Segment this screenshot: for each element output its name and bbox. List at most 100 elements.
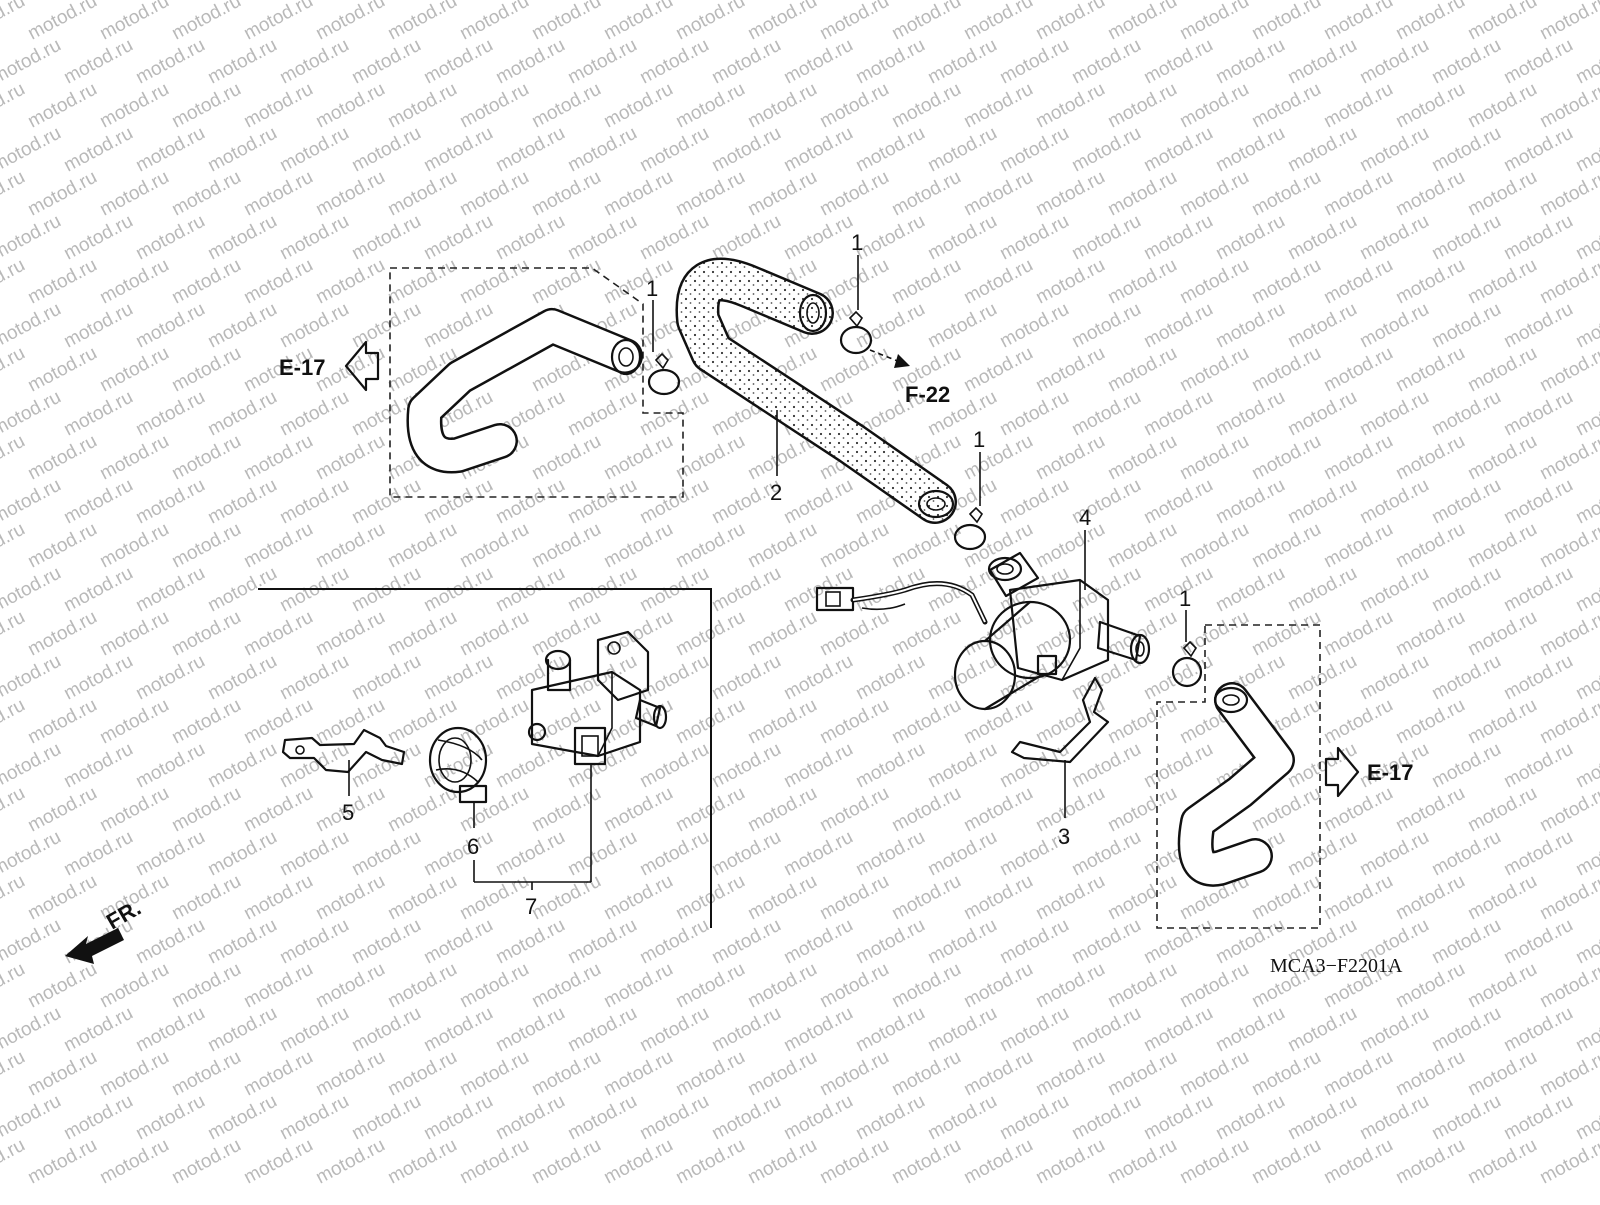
watermark-text: motod.ru xyxy=(60,651,136,705)
watermark-text: motod.ru xyxy=(600,871,676,925)
watermark-text: motod.ru xyxy=(852,651,928,705)
watermark-text: motod.ru xyxy=(96,695,172,749)
watermark-text: motod.ru xyxy=(1500,1091,1576,1145)
watermark-text: motod.ru xyxy=(168,431,244,485)
watermark-text: motod.ru xyxy=(384,0,460,44)
watermark-text: motod.ru xyxy=(0,255,29,309)
main-hose-upper-end xyxy=(798,293,828,333)
watermark-text: motod.ru xyxy=(132,563,208,617)
watermark-text: motod.ru xyxy=(1572,1003,1600,1057)
watermark-text: motod.ru xyxy=(708,563,784,617)
watermark-text: motod.ru xyxy=(744,519,820,573)
watermark-text: motod.ru xyxy=(1248,431,1324,485)
watermark-text: motod.ru xyxy=(1032,871,1108,925)
watermark-text: motod.ru xyxy=(744,0,820,44)
watermark-text: motod.ru xyxy=(24,695,100,749)
watermark-text: motod.ru xyxy=(1572,123,1600,177)
watermark-text: motod.ru xyxy=(1248,0,1324,44)
watermark-text: motod.ru xyxy=(888,695,964,749)
watermark-text: motod.ru xyxy=(60,211,136,265)
watermark-text: motod.ru xyxy=(24,1135,100,1189)
watermark-text: motod.ru xyxy=(1392,519,1468,573)
watermark-text: motod.ru xyxy=(492,739,568,793)
watermark-text: motod.ru xyxy=(1140,387,1216,441)
watermark-text: motod.ru xyxy=(276,1091,352,1145)
watermark-text: motod.ru xyxy=(1536,1135,1600,1189)
callout-bracket[interactable]: 3 xyxy=(1058,824,1070,849)
watermark-text: motod.ru xyxy=(1140,915,1216,969)
callout-hose[interactable]: 2 xyxy=(770,480,782,505)
watermark-text: motod.ru xyxy=(1212,123,1288,177)
callout-valve[interactable]: 4 xyxy=(1079,505,1091,530)
watermark-text: motod.ru xyxy=(1536,607,1600,661)
watermark-text: motod.ru xyxy=(1392,255,1468,309)
watermark-text: motod.ru xyxy=(1464,871,1540,925)
bracket-group: 3 xyxy=(1010,676,1110,849)
watermark-text: motod.ru xyxy=(312,871,388,925)
ref-e17-right[interactable]: E-17 xyxy=(1367,760,1413,785)
watermark-text: motod.ru xyxy=(996,387,1072,441)
watermark-text: motod.ru xyxy=(132,387,208,441)
watermark-text: motod.ru xyxy=(0,35,65,89)
callout-stay[interactable]: 5 xyxy=(342,800,354,825)
watermark-text: motod.ru xyxy=(0,387,65,441)
watermark-text: motod.ru xyxy=(312,607,388,661)
watermark-text: motod.ru xyxy=(0,651,65,705)
watermark-text: motod.ru xyxy=(1212,387,1288,441)
watermark-text: motod.ru xyxy=(1032,255,1108,309)
watermark-text: motod.ru xyxy=(1212,475,1288,529)
callout-band[interactable]: 6 xyxy=(467,834,479,859)
watermark-text: motod.ru xyxy=(132,211,208,265)
watermark-text: motod.ru xyxy=(960,79,1036,133)
watermark-text: motod.ru xyxy=(1536,167,1600,221)
ref-f22[interactable]: F-22 xyxy=(905,382,950,407)
clip-top-mid: 1 F-22 xyxy=(839,230,950,407)
right-hose-end xyxy=(1213,686,1249,714)
watermark-text: motod.ru xyxy=(1176,0,1252,44)
watermark-text: motod.ru xyxy=(420,651,496,705)
watermark-text: motod.ru xyxy=(780,563,856,617)
clip-mid: 1 xyxy=(953,427,987,551)
callout-clip-right[interactable]: 1 xyxy=(1179,586,1191,611)
watermark-text: motod.ru xyxy=(960,431,1036,485)
inset-valve-head xyxy=(596,630,650,702)
watermark-text: motod.ru xyxy=(1536,79,1600,133)
watermark-text: motod.ru xyxy=(1104,519,1180,573)
watermark-text: motod.ru xyxy=(276,475,352,529)
watermark-text: motod.ru xyxy=(852,299,928,353)
watermark-text: motod.ru xyxy=(1320,79,1396,133)
callout-clip-mid[interactable]: 1 xyxy=(973,427,985,452)
watermark-text: motod.ru xyxy=(96,1135,172,1189)
watermark-text: motod.ru xyxy=(240,0,316,44)
watermark-text: motod.ru xyxy=(1284,475,1360,529)
watermark-text: motod.ru xyxy=(24,783,100,837)
watermark-text: motod.ru xyxy=(276,123,352,177)
e17-left-arrow-icon xyxy=(344,340,380,392)
watermark-text: motod.ru xyxy=(780,1091,856,1145)
watermark-text: motod.ru xyxy=(1032,79,1108,133)
valve-upper-inlet-bore xyxy=(996,563,1014,575)
watermark-text: motod.ru xyxy=(1356,211,1432,265)
watermark-text: motod.ru xyxy=(132,35,208,89)
callout-clip-top-mid[interactable]: 1 xyxy=(851,230,863,255)
watermark-text: motod.ru xyxy=(60,475,136,529)
watermark-text: motod.ru xyxy=(1428,387,1504,441)
watermark-text: motod.ru xyxy=(888,167,964,221)
right-hose-body xyxy=(1180,684,1293,885)
callout-clip-top-left[interactable]: 1 xyxy=(646,276,658,301)
watermark-text: motod.ru xyxy=(996,123,1072,177)
watermark-text: motod.ru xyxy=(1284,827,1360,881)
watermark-text: motod.ru xyxy=(708,35,784,89)
watermark-text: motod.ru xyxy=(204,387,280,441)
watermark-text: motod.ru xyxy=(888,519,964,573)
callout-valve-assy[interactable]: 7 xyxy=(525,894,537,919)
watermark-text: motod.ru xyxy=(0,739,65,793)
watermark-text: motod.ru xyxy=(60,1003,136,1057)
watermark-text: motod.ru xyxy=(1212,1003,1288,1057)
watermark-text: motod.ru xyxy=(24,167,100,221)
watermark-text: motod.ru xyxy=(1500,827,1576,881)
watermark-text: motod.ru xyxy=(1392,1047,1468,1101)
watermark-text: motod.ru xyxy=(0,0,29,44)
watermark-text: motod.ru xyxy=(204,739,280,793)
ref-e17-left[interactable]: E-17 xyxy=(279,355,325,380)
